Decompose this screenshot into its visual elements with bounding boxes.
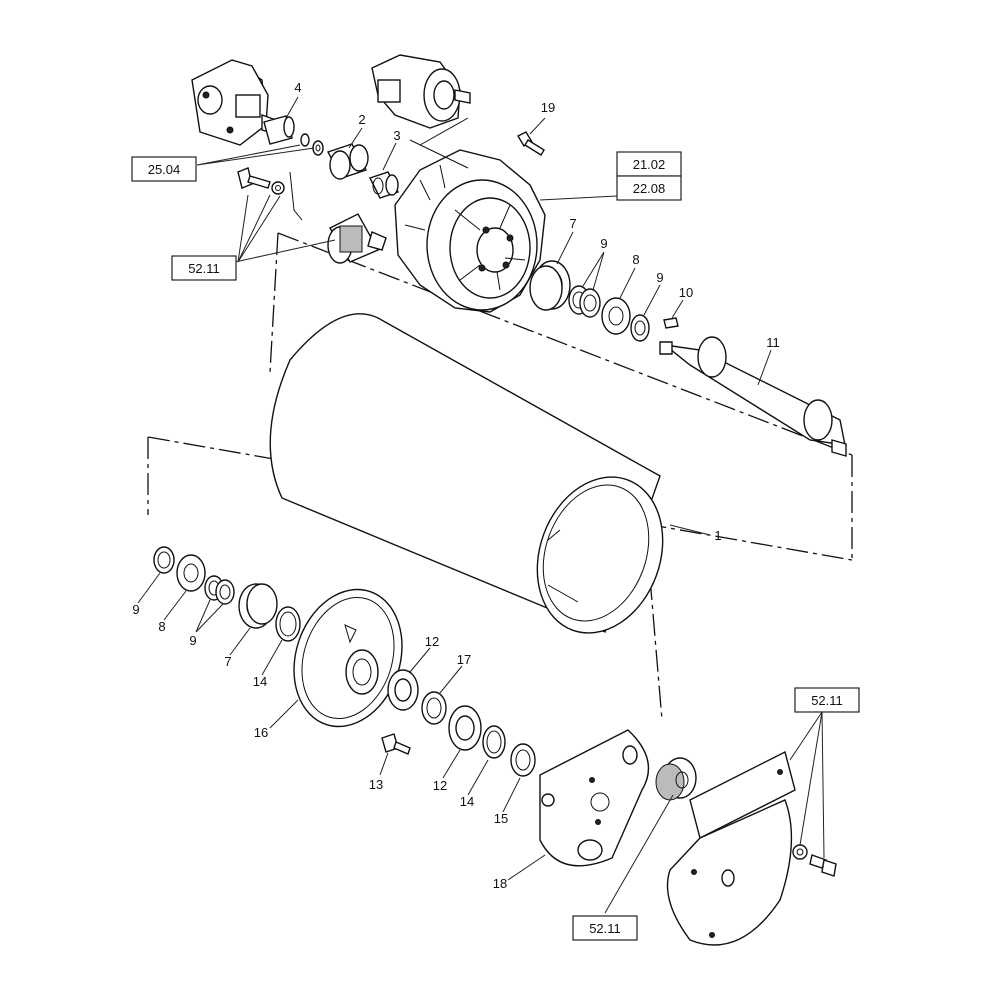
ref-box-52-11-bottom[interactable]: 52.11 bbox=[572, 915, 638, 941]
svg-text:22.08: 22.08 bbox=[633, 181, 666, 196]
bolt-washer-upper-left bbox=[237, 167, 303, 221]
rings-lower-left bbox=[153, 546, 235, 605]
part-11-shaft bbox=[659, 336, 847, 457]
part-17-ring bbox=[421, 691, 447, 725]
callout-14-left: 14 bbox=[253, 674, 267, 689]
part-12-bearing-upper bbox=[387, 669, 419, 711]
ref-box-22-08[interactable]: 22.08 bbox=[616, 175, 682, 201]
part-1-drum bbox=[269, 313, 664, 634]
ref-box-52-11-upper-left[interactable]: 52.11 bbox=[171, 255, 237, 281]
callout-11: 11 bbox=[766, 335, 780, 350]
hydraulic-motor-center bbox=[371, 54, 471, 129]
callout-12-lower: 12 bbox=[433, 778, 447, 793]
part-3-coupling bbox=[369, 171, 399, 199]
motor-flange-housing bbox=[394, 117, 546, 313]
part-4-coupling bbox=[263, 115, 295, 145]
callout-4: 4 bbox=[294, 80, 301, 95]
svg-text:52.11: 52.11 bbox=[589, 921, 621, 936]
callout-9-upper-b: 9 bbox=[656, 270, 663, 285]
callout-labels: 4 2 3 19 7 9 8 9 10 11 1 9 8 9 7 14 16 1… bbox=[132, 80, 779, 891]
part-14-circlip-lower bbox=[482, 725, 506, 759]
ref-box-25-04[interactable]: 25.04 bbox=[131, 156, 197, 182]
hub-52-11-lower bbox=[655, 757, 697, 801]
callout-13: 13 bbox=[369, 777, 383, 792]
part-10-key bbox=[663, 317, 679, 329]
part-12-bearing-lower bbox=[448, 705, 482, 751]
callout-10: 10 bbox=[679, 285, 693, 300]
callout-2: 2 bbox=[358, 112, 365, 127]
part-7-bearing-lower bbox=[238, 583, 278, 629]
assembly-centerlines bbox=[147, 232, 853, 721]
callout-16: 16 bbox=[254, 725, 268, 740]
hub-52-11-upper bbox=[327, 213, 387, 264]
callout-18: 18 bbox=[493, 876, 507, 891]
part-16-plate bbox=[293, 588, 403, 728]
svg-text:25.04: 25.04 bbox=[148, 162, 181, 177]
callout-8-lower: 8 bbox=[158, 619, 165, 634]
part-2-sleeve bbox=[326, 143, 369, 180]
part-18-cover bbox=[539, 729, 650, 867]
callout-7-upper: 7 bbox=[569, 216, 576, 231]
callout-9-lower-b: 9 bbox=[189, 633, 196, 648]
callout-9-lower-a: 9 bbox=[132, 602, 139, 617]
callout-17: 17 bbox=[457, 652, 471, 667]
callout-1: 1 bbox=[714, 528, 721, 543]
ref-box-21-02[interactable]: 21.02 bbox=[616, 151, 682, 177]
hydraulic-motor-left bbox=[191, 59, 277, 146]
svg-text:21.02: 21.02 bbox=[633, 157, 666, 172]
svg-text:52.11: 52.11 bbox=[811, 693, 843, 708]
callout-3: 3 bbox=[393, 128, 400, 143]
part-13-bolt bbox=[381, 733, 411, 755]
callout-19: 19 bbox=[541, 100, 555, 115]
callout-15: 15 bbox=[494, 811, 508, 826]
o-rings-25-04 bbox=[300, 133, 324, 156]
svg-text:52.11: 52.11 bbox=[188, 261, 220, 276]
bolt-washer-lower-right bbox=[792, 844, 837, 877]
leader-lines bbox=[137, 96, 825, 914]
bracket-52-11 bbox=[666, 750, 796, 946]
part-15-seal bbox=[510, 743, 536, 777]
part-7-bearing-upper bbox=[529, 260, 571, 311]
callout-12-upper: 12 bbox=[425, 634, 439, 649]
part-19-bolt bbox=[517, 131, 545, 156]
callout-14-lower: 14 bbox=[460, 794, 474, 809]
ref-box-52-11-right[interactable]: 52.11 bbox=[794, 687, 860, 713]
callout-7-lower: 7 bbox=[224, 654, 231, 669]
callout-8-upper: 8 bbox=[632, 252, 639, 267]
callout-9-upper-a: 9 bbox=[600, 236, 607, 251]
part-14-circlip-lower-left bbox=[275, 606, 301, 642]
rings-9-8-9-upper bbox=[568, 285, 650, 342]
